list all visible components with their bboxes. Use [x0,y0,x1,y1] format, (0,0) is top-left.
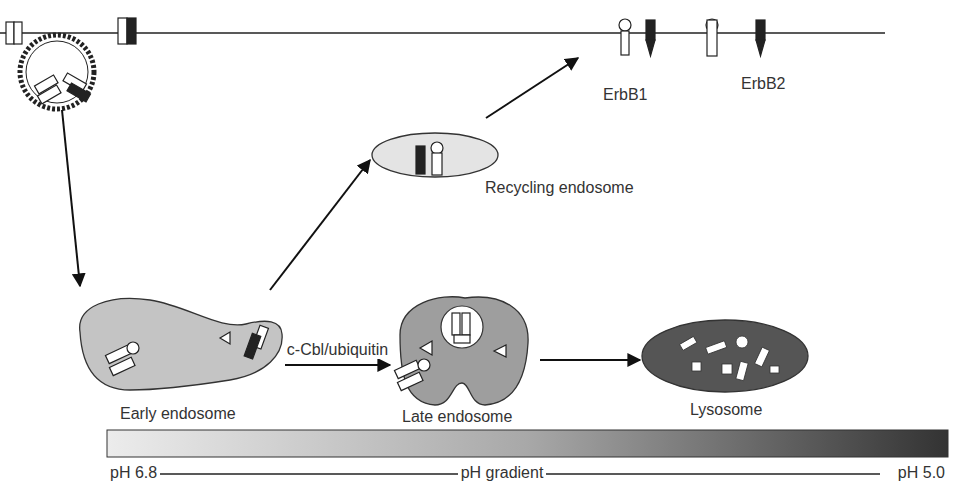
receptor-label: ErbB2 [738,74,788,93]
receptors-membrane [619,19,765,56]
endosome-compartment: Early endosome [70,290,285,430]
endosome-compartment: Late endosome [390,293,540,430]
transport-arrow [285,364,390,366]
compartment-label: Lysosome [690,400,762,419]
receptor-label: ErbB1 [600,85,650,104]
endosome-compartment: Lysosome [640,318,815,430]
transport-arrow [270,160,370,290]
compartment-label: Late endosome [402,407,512,426]
compartment-label: Early endosome [120,404,236,423]
endosome-compartment: Recycling endosome [370,128,730,200]
edge-label: c-Cbl/ubiquitin [284,340,391,359]
compartment-label: Recycling endosome [485,178,634,197]
coated-vesicle [20,35,94,109]
transport-arrow [540,359,640,361]
recycling-arrow [486,58,578,118]
ph-gradient-bar [107,430,948,457]
ph-label: pH gradient [458,463,547,482]
endocytosis-arrow [62,110,80,286]
ph-label: pH 5.0 [895,463,948,482]
ph-label: pH 6.8 [107,463,160,482]
